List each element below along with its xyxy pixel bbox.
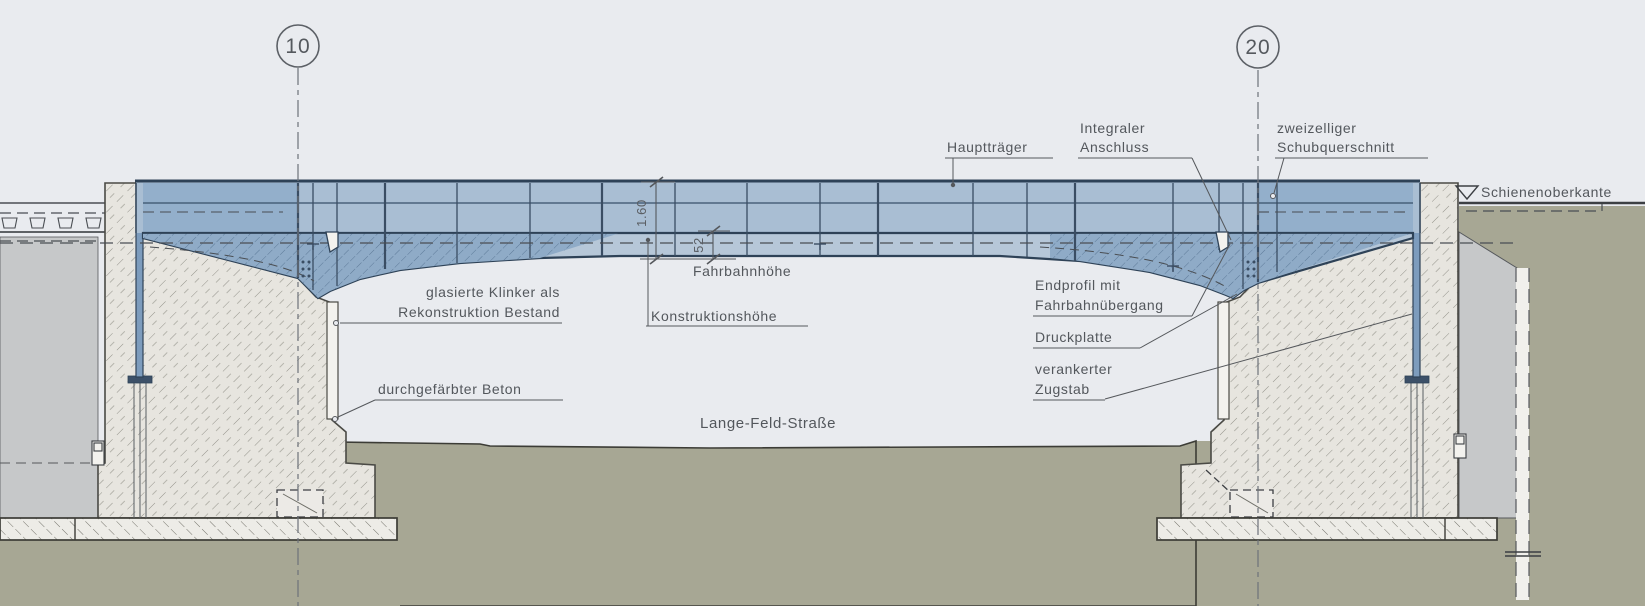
grid-marker-20 — [1236, 25, 1280, 69]
label-druckplatte: Druckplatte — [1035, 329, 1112, 345]
label-road-name: Lange-Feld-Straße — [700, 415, 836, 432]
label-konstruktionshoehe: Konstruktionshöhe — [651, 308, 777, 324]
sheet-pile-wall — [1505, 268, 1541, 600]
leader-lines — [332, 157, 1428, 422]
klinker-strip-right — [1217, 301, 1230, 420]
back-face-box-right — [1453, 433, 1467, 459]
left-gray-face — [0, 236, 99, 519]
grid-marker-10-label: 10 — [285, 35, 310, 58]
back-face-box-left — [91, 440, 105, 466]
level-triangle-icon — [1454, 185, 1480, 201]
label-fahrbahnhoehe: Fahrbahnhöhe — [693, 263, 791, 279]
left-track-area — [0, 202, 140, 242]
dimension-deck-plate: 52 — [691, 225, 730, 265]
end-block-right — [1258, 183, 1413, 233]
label-klinker-2: Rekonstruktion Bestand — [398, 304, 560, 320]
rail-level-right — [1454, 185, 1645, 212]
dimension-construction-height: 1.60 — [634, 176, 736, 265]
label-integraler-2: Anschluss — [1080, 139, 1149, 155]
ground-under-road — [329, 436, 1197, 606]
anchor-right — [1404, 183, 1430, 518]
stud-dots — [301, 260, 1256, 278]
right-abutment — [1180, 182, 1467, 519]
label-endprofil-1: Endprofil mit — [1035, 277, 1121, 293]
ground-left — [0, 539, 400, 606]
label-zweizelliger-2: Schubquerschnitt — [1277, 139, 1395, 155]
label-endprofil-2: Fahrbahnübergang — [1035, 297, 1164, 313]
right-gray-face — [1458, 231, 1518, 519]
dim-160-label: 1.60 — [634, 199, 649, 227]
t-marks — [307, 243, 1179, 272]
grid-marker-20-label: 20 — [1245, 36, 1270, 59]
label-haupttraeger: Hauptträger — [947, 139, 1028, 155]
label-klinker-1: glasierte Klinker als — [426, 284, 560, 300]
label-zugstab-1: verankerter — [1035, 361, 1112, 377]
bridge-deck — [0, 179, 1516, 300]
label-schienenoberkante: Schienenoberkante — [1481, 184, 1612, 200]
label-zweizelliger-1: zweizelliger — [1277, 120, 1357, 136]
left-abutment — [91, 182, 376, 519]
label-zugstab-2: Zugstab — [1035, 381, 1090, 397]
grid-marker-10 — [276, 24, 320, 68]
grid-lines: 10 20 — [276, 24, 1280, 606]
klinker-strip — [326, 301, 339, 420]
label-beton: durchgefärbter Beton — [378, 381, 522, 397]
labels: Hauptträger Integraler Anschluss zweizel… — [378, 120, 1612, 432]
end-block-left — [143, 183, 298, 233]
label-integraler-1: Integraler — [1080, 120, 1145, 136]
dim-52-label: 52 — [691, 237, 706, 253]
coping-stones — [1, 217, 102, 229]
bearing-symbol-left — [325, 231, 339, 254]
